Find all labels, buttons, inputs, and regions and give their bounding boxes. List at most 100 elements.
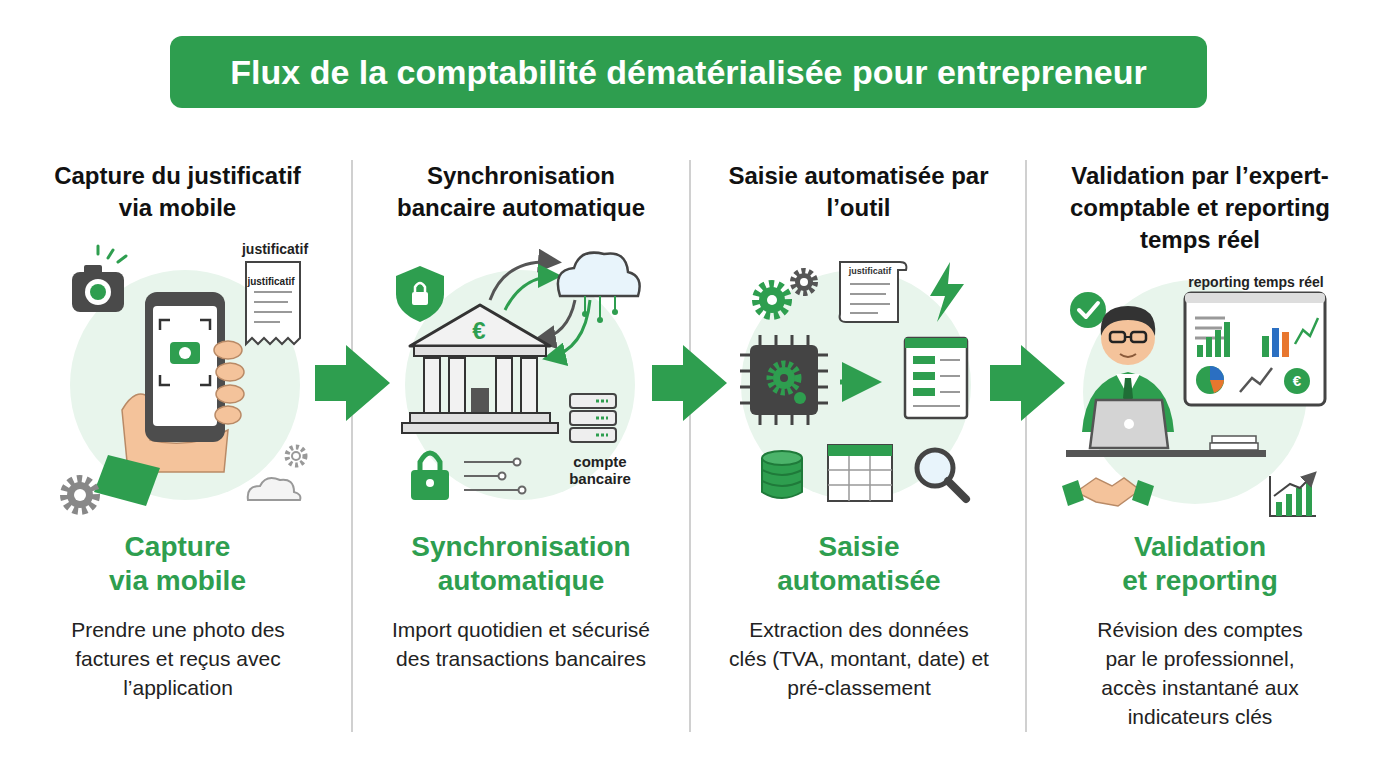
step-description: Révision des comptes par le professionne… xyxy=(1084,615,1316,731)
person-hair xyxy=(1101,306,1156,336)
flow-arrow-shape xyxy=(990,345,1065,421)
mini-chart-line xyxy=(1274,474,1314,496)
check-badge xyxy=(1070,292,1106,328)
chart-bar xyxy=(1276,502,1282,516)
process-step: Saisie automatisée par l’outilSaisie aut… xyxy=(727,160,990,735)
pie-chart xyxy=(1196,366,1224,394)
camera-icon-lens xyxy=(179,347,191,359)
column-separator xyxy=(1025,160,1027,732)
circuit-node xyxy=(597,317,603,323)
handshake xyxy=(1076,478,1140,506)
step-heading: Validation par l’expert-comptable et rep… xyxy=(1065,160,1335,256)
sync-arrow xyxy=(548,300,590,358)
bank-beam xyxy=(414,346,546,356)
glasses-bridge xyxy=(1125,336,1131,338)
cloud xyxy=(558,253,640,296)
illustration-label: justificatif xyxy=(242,242,308,257)
finger xyxy=(214,341,242,359)
validation-illustration xyxy=(1062,280,1325,516)
pie-slice xyxy=(1210,380,1224,393)
step-subtitle: Synchronisation automatique xyxy=(401,530,641,598)
circuit-lines xyxy=(464,462,520,490)
laptop xyxy=(1090,400,1168,448)
padlock-shackle xyxy=(420,453,440,472)
phone-screen xyxy=(153,306,217,426)
pie-slice xyxy=(1210,366,1224,380)
step-description: Import quotidien et sécurisé des transac… xyxy=(392,615,650,673)
receipt xyxy=(246,262,300,344)
lightning-bolt xyxy=(930,262,964,322)
flow-arrow xyxy=(315,345,390,421)
gear-hole xyxy=(767,295,777,305)
illustration-label: € xyxy=(472,318,485,344)
step-subtitle: Saisie automatisée xyxy=(739,530,979,598)
document xyxy=(905,338,967,418)
shield-lock xyxy=(412,292,428,305)
illustration-label: justificatif xyxy=(247,276,294,287)
title-bar: Flux de la comptabilité dématérialisée p… xyxy=(170,36,1207,108)
circuit-node xyxy=(499,473,506,480)
shield-lock-shackle xyxy=(415,283,425,292)
column-separator xyxy=(689,160,691,732)
bank-column xyxy=(521,358,537,413)
server-unit xyxy=(570,394,616,408)
finger xyxy=(216,363,244,381)
flow-arrow xyxy=(652,345,727,421)
chip-pins xyxy=(740,335,828,425)
chart-line xyxy=(1295,318,1318,344)
illustration-label: justificatif xyxy=(849,267,892,277)
bank-sync-illustration xyxy=(396,253,640,500)
receipt-scroll xyxy=(840,262,907,322)
scan-brackets xyxy=(160,320,210,385)
book xyxy=(1210,443,1258,450)
mini-chart-axes xyxy=(1270,476,1316,516)
gear-hole xyxy=(780,374,788,382)
cloud xyxy=(248,478,301,500)
desk xyxy=(1066,450,1266,457)
server-lights xyxy=(596,401,608,435)
magnifier-handle xyxy=(948,481,966,499)
automated-entry-illustration xyxy=(740,262,971,501)
circuit-node xyxy=(582,311,588,317)
step-subtitle: Validation et reporting xyxy=(1119,530,1281,598)
camera-body xyxy=(72,272,124,312)
process-step: Validation par l’expert-comptable et rep… xyxy=(1065,160,1335,735)
database-rings xyxy=(762,470,802,486)
bank-column xyxy=(424,358,440,413)
spreadsheet-header xyxy=(828,445,892,456)
step-description: Extraction des données clés (TVA, montan… xyxy=(728,615,990,702)
book xyxy=(1212,436,1256,443)
flow-arrow xyxy=(990,345,1065,421)
illustration-label: € xyxy=(1293,373,1301,390)
background-circle xyxy=(741,270,971,500)
document-field xyxy=(913,388,935,396)
sync-arrow xyxy=(538,300,575,340)
handshake-sleeve xyxy=(1132,480,1154,506)
flow-arrow-shape xyxy=(652,345,727,421)
gear xyxy=(759,287,785,313)
shield xyxy=(396,266,444,322)
mobile-capture-illustration xyxy=(64,246,305,511)
chart-bar xyxy=(1272,328,1279,357)
illustration-label: reporting temps réel xyxy=(1188,275,1323,290)
sync-arrow xyxy=(490,262,556,300)
chart-bar xyxy=(1262,336,1269,357)
sleeve xyxy=(94,455,160,506)
chart-bar xyxy=(1306,480,1312,516)
gear-hole xyxy=(292,452,300,460)
check-mark xyxy=(1079,303,1098,317)
bank-column xyxy=(496,358,512,413)
processor-chip xyxy=(750,345,818,415)
server-unit xyxy=(570,411,616,425)
padlock-body xyxy=(411,470,449,500)
euro-badge xyxy=(1284,368,1310,394)
bank-door xyxy=(471,388,489,413)
step-subtitle: Capture via mobile xyxy=(105,530,250,598)
gear-hole xyxy=(800,278,808,286)
flash-lines xyxy=(98,246,126,262)
finger xyxy=(215,406,241,424)
document-field xyxy=(913,372,935,380)
document-field xyxy=(913,356,935,364)
gear-teeth xyxy=(793,271,815,293)
small-gear xyxy=(794,392,806,404)
